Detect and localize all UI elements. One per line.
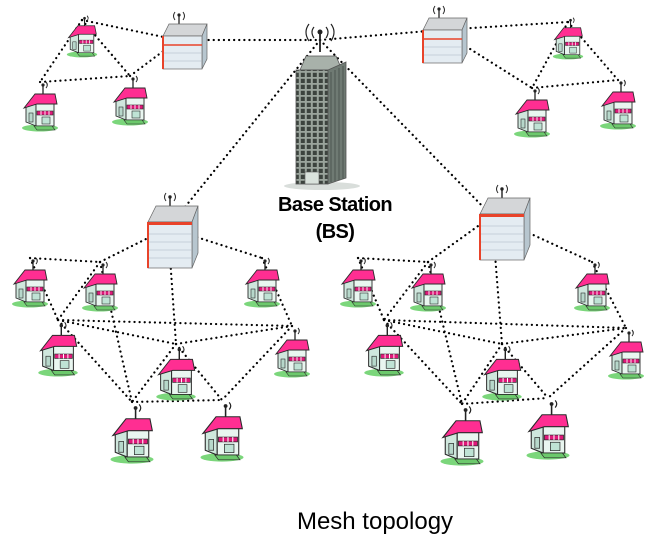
house-icon [109, 403, 155, 465]
link [98, 260, 134, 404]
link [38, 74, 132, 84]
link [220, 324, 294, 402]
link [426, 260, 464, 406]
link [166, 38, 322, 230]
house-icon [599, 79, 637, 131]
house-icon [11, 257, 49, 309]
house-icon [155, 345, 197, 402]
link [490, 214, 594, 264]
house-icon [552, 17, 584, 60]
link [500, 342, 550, 400]
link [56, 318, 294, 328]
house-icon [525, 399, 571, 461]
link [382, 260, 430, 322]
link [590, 260, 628, 330]
mesh-router-icon [422, 5, 468, 64]
house-icon [439, 405, 485, 467]
house-icon [607, 329, 645, 381]
house-icon [111, 75, 149, 127]
link [382, 318, 628, 330]
link [130, 342, 178, 404]
base-station-label: Base Station [278, 194, 393, 216]
house-icon [339, 257, 377, 309]
link [356, 256, 386, 322]
link [546, 326, 628, 400]
link [356, 256, 430, 264]
link [174, 342, 224, 402]
house-icon [409, 261, 447, 313]
house-icon [481, 345, 523, 402]
mesh-router-icon [147, 192, 199, 269]
house-icon [37, 321, 79, 378]
link [460, 342, 504, 406]
link [174, 324, 294, 346]
mesh-router-icon [479, 184, 531, 261]
house-icon [21, 81, 59, 133]
link [28, 256, 60, 322]
house-icon [273, 327, 311, 379]
diagram-caption: Mesh topology [296, 508, 454, 535]
house-icon [199, 401, 245, 463]
link [56, 318, 134, 404]
link [460, 396, 550, 406]
house-icon [573, 261, 611, 313]
house-icon [363, 321, 405, 378]
base-station-tower-icon [284, 23, 360, 190]
link [318, 38, 494, 218]
link [318, 28, 442, 42]
mesh-router-icon [162, 11, 208, 70]
link [80, 18, 132, 78]
link [500, 326, 628, 346]
house-icon [513, 87, 551, 139]
link [530, 78, 620, 90]
link [260, 256, 294, 328]
house-icon [81, 261, 119, 313]
house-icon [243, 257, 281, 309]
link [56, 260, 102, 322]
link [28, 256, 102, 264]
base-station-abbreviation: (BS) [315, 221, 355, 243]
link [382, 318, 504, 346]
link [56, 318, 178, 346]
link [130, 398, 224, 404]
